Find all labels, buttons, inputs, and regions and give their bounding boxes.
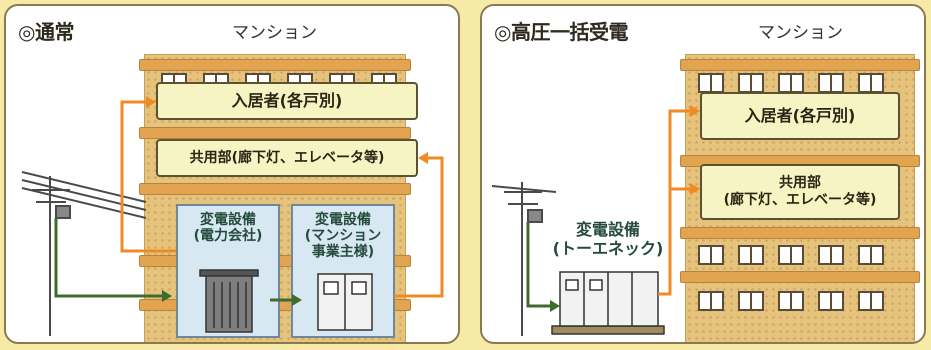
substation-title: 変電設備 — [200, 212, 256, 228]
floor-band — [680, 227, 920, 239]
window — [778, 245, 804, 265]
window — [738, 291, 764, 311]
window — [778, 73, 804, 93]
window — [698, 73, 724, 93]
substation-label: 変電設備 (トーエネック) — [540, 220, 676, 258]
common-area-label: 共用部(廊下灯、エレベータ等) — [156, 139, 418, 177]
substation-owner-line2: 事業主様) — [311, 244, 375, 261]
window — [858, 245, 884, 265]
arrow-head-icon — [550, 300, 560, 312]
building-label: マンション — [758, 23, 843, 43]
window — [778, 291, 804, 311]
floor-band — [139, 127, 411, 139]
substation-power-company: 変電設備 (電力会社) — [176, 204, 280, 338]
arrow-head-icon — [418, 152, 428, 164]
panel-title: ◎通常 — [18, 20, 74, 44]
floor-band — [680, 59, 920, 71]
window — [738, 73, 764, 93]
window — [698, 291, 724, 311]
substation-title: 変電設備 — [575, 220, 640, 239]
building-label: マンション — [232, 23, 317, 43]
floor-band — [139, 59, 411, 71]
cabinet-icon — [551, 271, 665, 335]
substation-owner-line1: (マンション — [304, 228, 382, 245]
substation-title: 変電設備 — [315, 212, 371, 228]
common-area-label: 共用部 (廊下灯、エレベータ等) — [700, 164, 900, 220]
window — [698, 245, 724, 265]
substation-owner: (トーエネック) — [552, 239, 664, 259]
panel-title: ◎高圧一括受電 — [494, 20, 628, 44]
window — [818, 291, 844, 311]
substation-owner: (電力会社) — [193, 228, 263, 245]
window — [738, 245, 764, 265]
window — [818, 245, 844, 265]
substation-building-owner: 変電設備 (マンション 事業主様) — [291, 204, 395, 338]
common-area-title: 共用部 — [779, 175, 821, 192]
window — [858, 291, 884, 311]
residents-label: 入居者(各戸別) — [700, 92, 900, 140]
utility-pole-icon — [491, 182, 557, 336]
floor-band — [139, 183, 411, 195]
residents-label: 入居者(各戸別) — [156, 82, 418, 120]
panel-bulk-high-voltage: ◎高圧一括受電 マンション 入居者(各戸別) 共用部 (廊下灯、エレベータ等) … — [480, 4, 926, 344]
common-area-detail: (廊下灯、エレベータ等) — [723, 192, 877, 208]
utility-pole-icon — [21, 171, 147, 336]
window — [858, 73, 884, 93]
window — [818, 73, 844, 93]
panel-normal: ◎通常 マンション 入居者(各戸別) 共用部(廊下灯、エレベータ等) 変電設備 … — [4, 4, 460, 344]
floor-band — [680, 271, 920, 283]
